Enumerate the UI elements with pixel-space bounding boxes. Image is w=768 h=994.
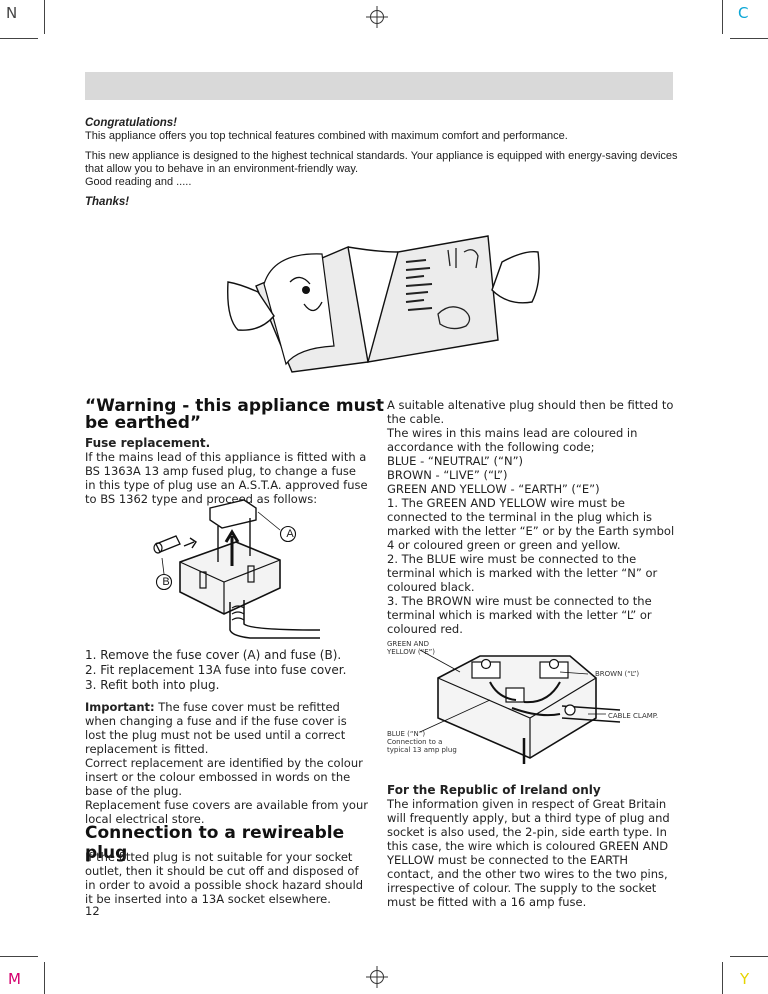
registration-crosshair-icon [366,966,388,988]
covers-paragraph: Replacement fuse covers are available fr… [85,798,368,826]
crop-mark [0,38,38,39]
cable-clamp-label: CABLE CLAMP. [608,712,659,720]
intro-line: This new appliance is designed to the hi… [85,150,678,162]
intro-line: that allow you to behave in an environme… [85,163,359,175]
rule-blue: 2. The BLUE wire must be connected to th… [387,552,658,594]
warning-title: “Warning - this appliance must be earthe… [85,396,384,433]
crop-mark [44,962,45,994]
header-band [85,72,673,100]
thanks-heading: Thanks! [85,196,130,208]
code-blue: BLUE - “NEUTRAL” (“N”) [387,454,524,468]
green-yellow-label: GREEN AND YELLOW (“E”) [387,640,436,656]
crop-mark [730,38,768,39]
ireland-paragraph: The information given in respect of Grea… [387,797,670,909]
earth-symbol: 4 [387,538,395,552]
registration-letter-c: C [738,4,749,22]
code-earth: GREEN AND YELLOW - “EARTH” (“E”) [387,482,600,496]
important-paragraph: Important: The fuse cover must be refitt… [85,700,347,756]
blue-label: BLUE (“N”) Connection to a typical 13 am… [387,730,457,754]
plug-wiring-diagram [419,649,621,764]
open-manual-illustration [227,235,540,373]
rewire-title: Connection to a rewireable plug [85,823,345,863]
important-section: Important: The fuse cover must be refitt… [85,700,369,826]
fuse-heading: Fuse replacement. [85,436,211,450]
crop-mark [722,962,723,994]
fuse-cover-label: A [286,528,294,540]
step-item: 3. Refit both into plug. [85,678,220,692]
step-item: 1. Remove the fuse cover (A) and fuse (B… [85,648,342,662]
ireland-section: For the Republic of Ireland only The inf… [387,783,677,909]
rule-green-yellow: 1. The GREEN AND YELLOW wire must be con… [387,496,675,552]
intro-section: Congratulations! This appliance offers y… [85,117,685,209]
registration-letter-y: Y [740,970,750,988]
correct-paragraph: Correct replacement are identified by th… [85,756,363,798]
crop-mark [730,956,768,957]
intro-line: Good reading and ..... [85,176,192,188]
rewire-paragraph: If the fitted plug is not suitable for y… [85,850,364,906]
ireland-heading: For the Republic of Ireland only [387,783,601,797]
code-brown: BROWN - “LIVE” (“L”) [387,468,508,482]
brown-label: BROWN (“L”) [595,670,640,678]
right-wiring-text: A suitable altenative plug should then b… [387,398,675,636]
fuse-steps: 1. Remove the fuse cover (A) and fuse (B… [85,648,375,693]
important-label: Important: [85,700,155,714]
registration-crosshair-icon [366,6,388,28]
crop-mark [0,956,38,957]
congrats-heading: Congratulations! [85,117,177,129]
rule-brown: 3. The BROWN wire must be connected to t… [387,594,652,636]
code-intro-paragraph: The wires in this mains lead are coloure… [387,426,638,454]
fuse-paragraph: If the mains lead of this appliance is f… [85,450,368,506]
fuse-section: Fuse replacement. If the mains lead of t… [85,436,369,506]
intro-line: This appliance offers you top technical … [85,130,568,142]
crop-mark [722,0,723,34]
crop-mark [44,0,45,34]
registration-letter-m: M [8,970,21,988]
fused-plug-illustration [153,499,321,639]
page-number: 12 [85,904,100,918]
fuse-label: B [162,576,170,588]
alt-plug-paragraph: A suitable altenative plug should then b… [387,398,674,426]
registration-letter-n: N [6,4,18,22]
step-item: 2. Fit replacement 13A fuse into fuse co… [85,663,347,677]
